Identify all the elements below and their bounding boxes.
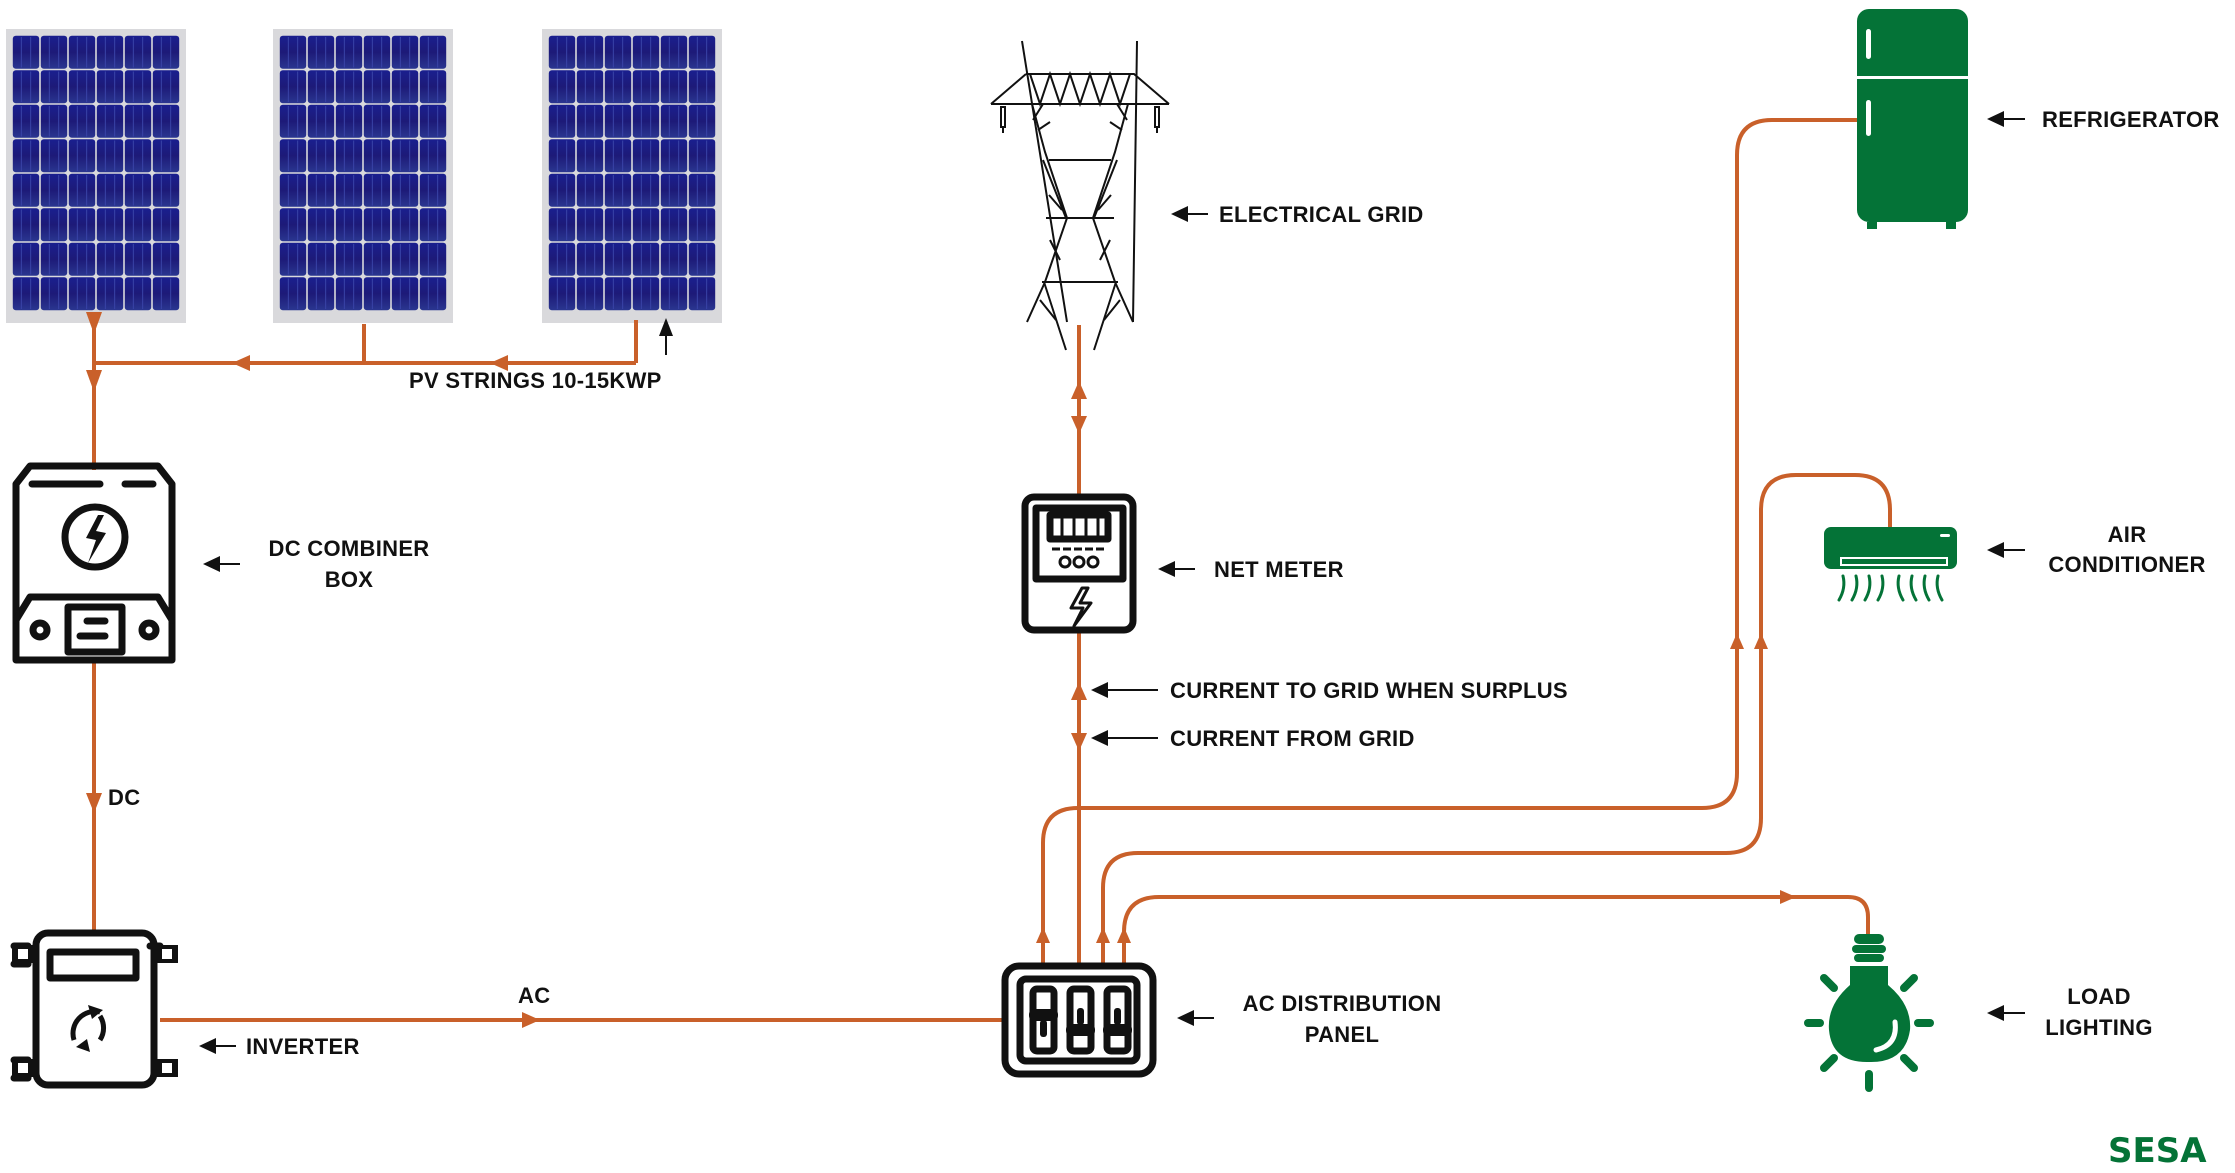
combiner-pointer-arrow xyxy=(203,556,240,572)
grid-pointer-arrow xyxy=(1171,206,1208,222)
from-grid-pointer-arrow xyxy=(1091,730,1158,746)
lighting-pointer-arrow xyxy=(1987,1005,2025,1021)
dc-combiner-label-line2: BOX xyxy=(325,567,374,592)
inverter-pointer-arrow xyxy=(199,1038,236,1054)
aircon-label-line2: CONDITIONER xyxy=(2048,552,2205,577)
lighting-wire xyxy=(1122,895,1870,963)
arrow-up xyxy=(1071,682,1087,700)
bolt-icon xyxy=(1069,586,1093,628)
from-grid-label: CURRENT FROM GRID xyxy=(1170,726,1415,751)
lighting-label-line1: LOAD xyxy=(2067,984,2131,1009)
arrow-up xyxy=(1071,381,1087,399)
fridge-wire xyxy=(1041,118,1857,963)
arrow-down xyxy=(86,370,102,392)
inverter-label: INVERTER xyxy=(246,1034,360,1059)
ac-unit-wire xyxy=(1101,473,1892,963)
inverter-icon[interactable] xyxy=(10,929,178,1089)
arrow-up xyxy=(1117,927,1131,943)
refrigerator-icon[interactable] xyxy=(1857,9,1968,229)
logo-text: SESA xyxy=(2108,1131,2207,1171)
arrow-up xyxy=(1754,633,1768,649)
fridge-pointer-arrow xyxy=(1987,111,2025,127)
arrow-down xyxy=(1071,416,1087,434)
dc-combiner-label-line1: DC COMBINER xyxy=(269,536,430,561)
solar-panel-icon[interactable] xyxy=(542,29,722,323)
wire-arrows xyxy=(86,312,1796,1028)
panel-pointer-arrow xyxy=(1177,1010,1214,1026)
pv-pointer-arrow xyxy=(659,318,673,355)
net-meter-icon[interactable] xyxy=(1021,493,1137,634)
bolt-icon xyxy=(86,515,106,563)
dc-combiner-box-icon[interactable] xyxy=(12,462,176,664)
arrow-down xyxy=(86,312,102,334)
transmission-tower-icon xyxy=(990,40,1170,351)
solar-panel-icon[interactable] xyxy=(6,29,186,323)
ac-panel-label-line1: AC DISTRIBUTION xyxy=(1243,991,1442,1016)
lighting-label-line2: LIGHTING xyxy=(2045,1015,2153,1040)
aircon-label-line1: AIR xyxy=(2108,522,2147,547)
grid-label: ELECTRICAL GRID xyxy=(1219,202,1424,227)
sesa-logo: SESA xyxy=(2108,1131,2207,1171)
to-grid-label: CURRENT TO GRID WHEN SURPLUS xyxy=(1170,678,1568,703)
air-conditioner-icon[interactable] xyxy=(1824,527,1957,602)
pv-panels xyxy=(6,29,722,323)
ac-label: AC xyxy=(518,983,550,1008)
arrow-down xyxy=(86,793,102,813)
pointer-arrows xyxy=(199,111,2025,1054)
dc-label: DC xyxy=(108,785,140,810)
arrow-up xyxy=(1096,927,1110,943)
labels: PV STRINGS 10-15KWP DC COMBINER BOX DC A… xyxy=(108,107,2220,1059)
light-bulb-icon[interactable] xyxy=(1804,934,1934,1092)
arrow-left xyxy=(232,355,250,371)
to-grid-pointer-arrow xyxy=(1091,682,1158,698)
solar-panel-icon[interactable] xyxy=(273,29,453,323)
refrigerator-label: REFRIGERATOR xyxy=(2042,107,2220,132)
arrow-up xyxy=(1036,927,1050,943)
wires xyxy=(86,118,1892,1028)
arrow-right xyxy=(522,1012,540,1028)
arrow-up xyxy=(1730,633,1744,649)
pv-strings-label: PV STRINGS 10-15KWP xyxy=(409,368,662,393)
aircon-pointer-arrow xyxy=(1987,542,2025,558)
ac-panel-label-line2: PANEL xyxy=(1305,1022,1379,1047)
arrow-right xyxy=(1780,890,1796,904)
meter-pointer-arrow xyxy=(1158,561,1195,577)
arrow-left xyxy=(490,355,508,371)
net-meter-label: NET METER xyxy=(1214,557,1344,582)
ac-distribution-panel-icon[interactable] xyxy=(1001,962,1157,1078)
arrow-down xyxy=(1071,733,1087,751)
